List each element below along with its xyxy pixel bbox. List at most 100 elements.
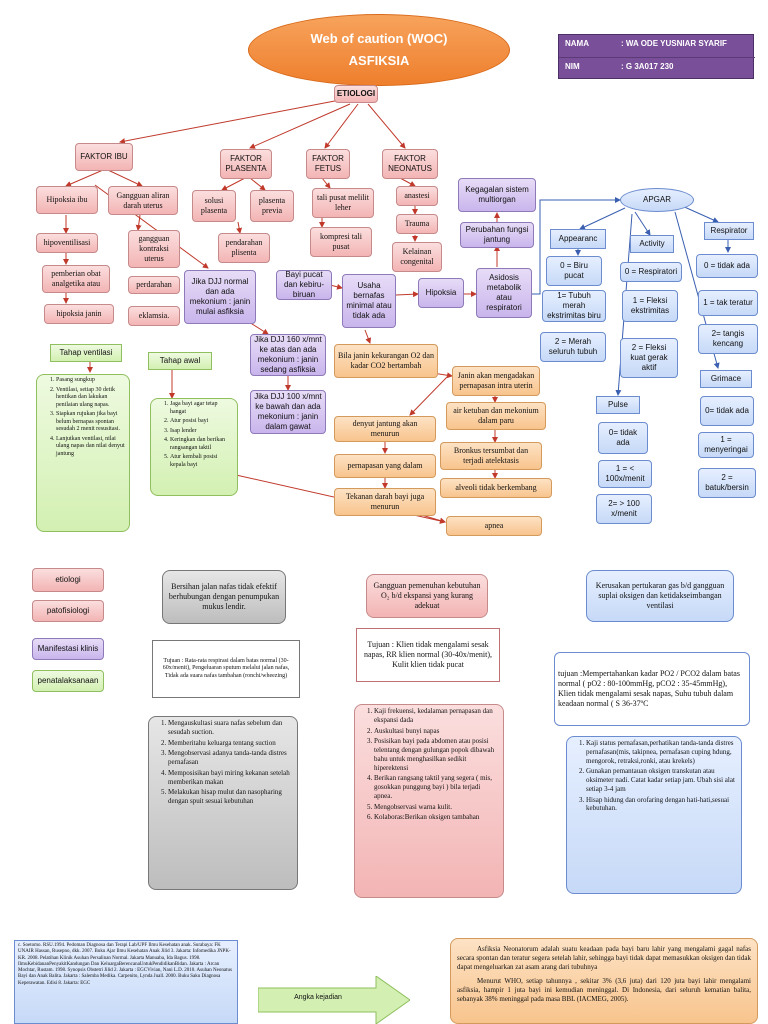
djj160-box: Jika DJJ 160 x/mnt ke atas dan ada mekon… — [250, 334, 326, 376]
kurang-o2-box: Bila janin kekurangan O2 dan kadar CO2 b… — [334, 344, 438, 378]
dx1-list: Mengauskultasi suara nafas sebelum dan s… — [148, 716, 298, 890]
trauma: Trauma — [396, 214, 438, 234]
dx2-items-item: Auskultasi bunyi napas — [374, 727, 500, 736]
faktor-plasenta: FAKTOR PLASENTA — [220, 149, 272, 179]
app-0-box: 0 = Biru pucat — [546, 256, 602, 286]
dx1-items-item: Memberitahu keluarga tentang suction — [168, 739, 294, 748]
pul-1-box: 1 = < 100x/menit — [598, 460, 652, 488]
faktor-fetus: FAKTOR FETUS — [306, 149, 350, 179]
tahap-awal: Tahap awal — [148, 352, 212, 370]
hipoksia-janin: hipoksia janin — [44, 304, 114, 324]
angka-kejadian-arrow: Angka kejadian — [258, 976, 410, 1024]
tahap-awal-list: Jaga bayi agar tetap hangatAtur posisi b… — [150, 398, 238, 496]
alveoli-box: alveoli tidak berkembang — [440, 478, 552, 498]
pemberian-obat: pemberian obat analgetika atau — [42, 265, 110, 293]
dx2-items-item: Berikan rangsang taktil yang segera ( mi… — [374, 774, 500, 800]
legend-penatalaksanaan: penatalaksanaan — [32, 670, 104, 692]
dx1-title: Bersihan jalan nafas tidak efektif berhu… — [162, 570, 286, 624]
usaha-bernafas-box: Usaha bernafas minimal atau tidak ada — [342, 274, 396, 328]
app-1-box: 1= Tubuh merah ekstrimitas biru — [542, 290, 606, 322]
desc-p2: Menurut WHO, setiap tahunnya , sekitar 3… — [457, 977, 751, 1003]
res-2-box: 2= tangis kencang — [698, 324, 758, 354]
apgar-ellipse: APGAR — [620, 188, 694, 212]
bayi-pucat-box: Bayi pucat dan kebiru-biruan — [276, 270, 332, 300]
res-0-box: 0 = tidak ada — [696, 254, 758, 278]
tali-pusat: tali pusat melilit leher — [312, 188, 374, 218]
hipoksia-ibu: Hipoksia ibu — [36, 186, 98, 214]
dx2-items-item: Kolaboras:Berikan oksigen tambahan — [374, 813, 500, 822]
grimace-box: Grimace — [700, 370, 752, 388]
tahap-awal_items-item: Keringkan dan berikan rangsangan taktil — [170, 437, 234, 452]
dx2-items-item: Kaji frekuensi, kedalaman pernapasan dan… — [374, 707, 500, 725]
dx2-list: Kaji frekuensi, kedalaman pernapasan dan… — [354, 704, 504, 898]
hipoventilisasi: hipoventilisasi — [36, 233, 98, 253]
tahap-ventilasi_items-item: Lanjutkan ventilasi, nilai ulang napas d… — [56, 436, 126, 459]
plasenta-previa: plasenta previa — [250, 190, 294, 222]
respirator-box: Respirator — [704, 222, 754, 240]
res-1-box: 1 = tak teratur — [698, 290, 758, 316]
pulse-box: Pulse — [596, 396, 640, 414]
legend-patofisiologi: patofisiologi — [32, 600, 104, 622]
nim-value: : G 3A017 230 — [621, 62, 674, 71]
anastesi: anastesi — [396, 186, 438, 206]
dx1-items-item: Memposisikan bayi miring kekanan setelah… — [168, 769, 294, 787]
dx2-items-item: Mengobservasi warna kulit. — [374, 803, 500, 812]
tahap-awal_items-item: Isap lender — [170, 428, 234, 436]
tahap-ventilasi_items-item: Ventilasi, setiap 30 detik hentikan dan … — [56, 387, 126, 410]
gri-0-box: 0= tidak ada — [700, 396, 754, 426]
apnea-box: apnea — [446, 516, 542, 536]
dx3-list: Kaji status pernafasan,perhatikan tanda-… — [566, 736, 742, 894]
dx3-tujuan: tujuan :Mempertahankan kadar PO2 / PCO2 … — [554, 652, 750, 726]
pernapasan-box: pernapasan yang dalam — [334, 454, 436, 478]
faktor-neonatus: FAKTOR NEONATUS — [382, 149, 438, 179]
desc-p1: Asfiksia Neonatorum adalah suatu keadaan… — [457, 945, 751, 971]
faktor-ibu: FAKTOR IBU — [75, 143, 133, 171]
gangguan-kontraksi: gangguan kontraksi uterus — [128, 230, 180, 268]
dx1-items-item: Mengobservasi adanya tanda-tanda distres… — [168, 749, 294, 767]
kelainan-congenital: Kelainan congenital — [392, 242, 442, 272]
dx3-items-item: Kaji status pernafasan,perhatikan tanda-… — [586, 739, 738, 765]
description-box: Asfiksia Neonatorum adalah suatu keadaan… — [450, 938, 758, 1024]
janin-mengadakan-box: Janin akan mengadakan pernapasan intra u… — [452, 366, 540, 396]
legend-etiologi: etiologi — [32, 568, 104, 592]
act-1-box: 1 = Fleksi ekstrimitas — [622, 290, 678, 322]
gri-2-box: 2 = batuk/bersin — [698, 468, 756, 498]
title-line1: Web of caution (WOC) — [310, 30, 448, 46]
dx3-title: Kerusakan pertukaran gas b/d gangguan su… — [586, 570, 734, 622]
solusi-plasenta: solusi plasenta — [192, 190, 236, 222]
title-line2: ASFIKSIA — [348, 53, 410, 68]
angka-kejadian-label: Angka kejadian — [294, 994, 342, 1001]
tahap-awal_items-item: Atur posisi bayi — [170, 418, 234, 426]
dx3-items-item: Hisap hidung dan orofaring dengan hati-h… — [586, 796, 738, 814]
activity-box: Activity — [630, 235, 674, 253]
references-box: c. Soetomo. RSU.1994. Pedoman Diagnosa d… — [14, 940, 238, 1024]
asidosis-box: Asidosis metabolik atau respiratori — [476, 268, 532, 318]
dx3-items-item: Gunakan pemantauan oksigen transkutan at… — [586, 767, 738, 793]
appearance-box: Appearanc — [550, 229, 606, 249]
pul-2-box: 2= > 100 x/menit — [596, 494, 652, 524]
kompresi-tali-pusat: kompresi tali pusat — [310, 227, 372, 257]
perubahan-fungsi-box: Perubahan fungsi jantung — [460, 222, 534, 248]
dx1-tujuan: Tujuan : Rata-rata respirasi dalam batas… — [152, 640, 300, 698]
hipoksia-box: Hipoksia — [418, 278, 464, 308]
nama-label: NAMA — [565, 39, 589, 48]
tahap-ventilasi-list: Pasang sungkupVentilasi, setiap 30 detik… — [36, 374, 130, 532]
nama-value: : WA ODE YUSNIAR SYARIF — [621, 39, 727, 48]
air-ketuban-box: air ketuban dan mekonium dalam paru — [446, 402, 546, 430]
djj100-box: Jika DJJ 100 x/mnt ke bawah dan ada meko… — [250, 390, 326, 434]
etiologi-box: ETIOLOGI — [334, 85, 378, 103]
legend-manifestasi: Manifestasi klinis — [32, 638, 104, 660]
dx2-tujuan: Tujuan : Klien tidak mengalami sesak nap… — [356, 628, 500, 682]
app-2-box: 2 = Merah seluruh tubuh — [540, 332, 606, 362]
kegagalan-box: Kegagalan sistem multiorgan — [458, 178, 536, 212]
pul-0-box: 0= tidak ada — [598, 422, 648, 454]
tahap-awal_items-item: Atur kembali posisi kepala bayi — [170, 454, 234, 469]
dx1-items-item: Melakukan hisap mulut dan nasopharing de… — [168, 788, 294, 806]
perdarahan: perdarahan — [128, 276, 180, 294]
tekanan-box: Tekanan darah bayi juga menurun — [334, 488, 436, 516]
tahap-ventilasi: Tahap ventilasi — [50, 344, 122, 362]
dx2-items-item: Posisikan bayi pada abdomen atau posisi … — [374, 737, 500, 772]
gangguan-aliran: Gangguan aliran darah uterus — [108, 186, 178, 215]
title-ellipse: Web of caution (WOC) ASFIKSIA — [248, 14, 510, 86]
